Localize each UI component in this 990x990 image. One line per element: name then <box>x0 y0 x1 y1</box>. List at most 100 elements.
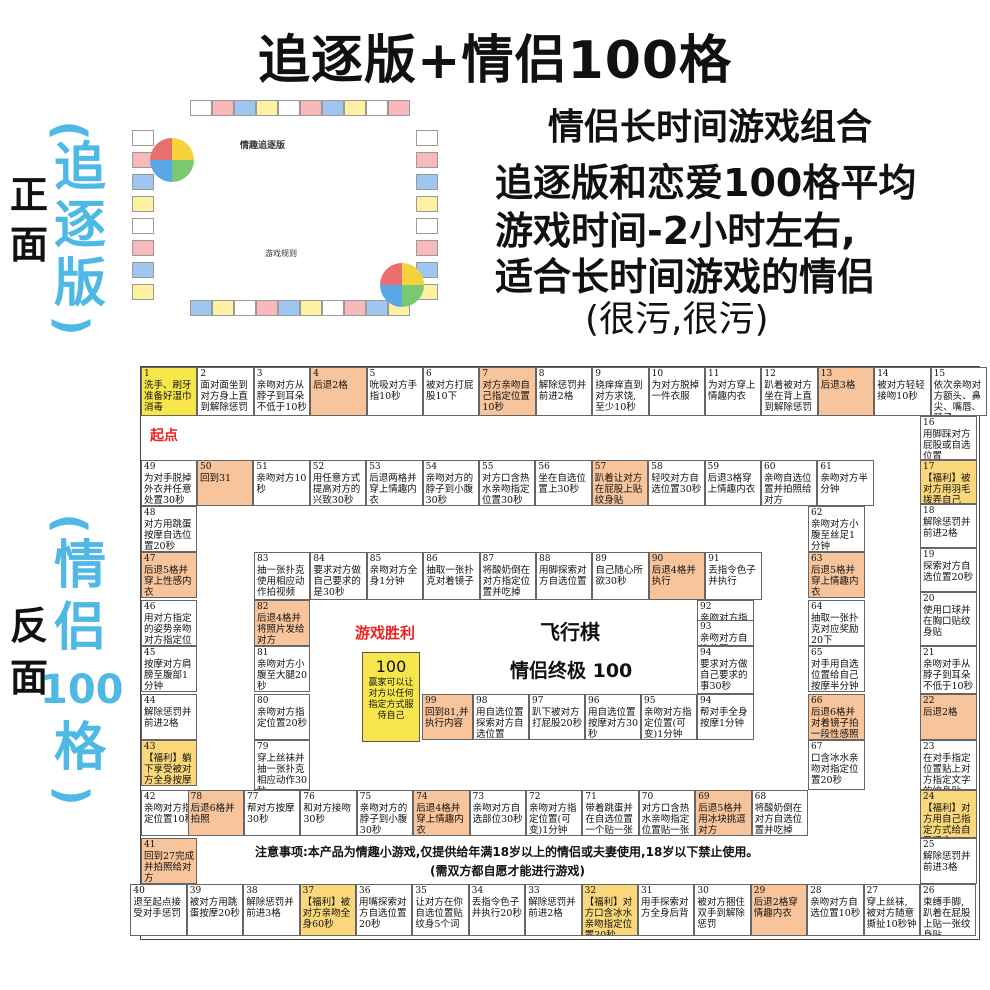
board-cell-text: 用脚踩对方屁股或自选位置 <box>923 429 971 460</box>
board-cell-number: 95 <box>644 696 656 706</box>
board-cell-number: 47 <box>144 554 156 564</box>
board-cell-text: 解除惩罚并前进2格 <box>538 380 587 402</box>
board-cell-text: 用手探索对方全身后背 <box>641 897 689 919</box>
board-cell-number: 87 <box>482 554 495 564</box>
board-cell-text: 抽取一张扑克对应奖励20下 <box>811 613 859 646</box>
win-text: 赢家可以让对方以任何指定方式服侍自己 <box>368 678 414 721</box>
board-cell-number: 18 <box>923 506 935 516</box>
board-cell-text: 亲吻对方小腹至大腿20秒 <box>257 659 308 692</box>
front-paren-close: ) <box>46 315 98 336</box>
board-cell-text: 亲吻对方自选部位30秒 <box>472 803 523 825</box>
front-board-image: 情趣追逐版游戏规则 <box>130 98 440 318</box>
board-cell-text: 洗手、刷牙准备好湿巾消毒 <box>144 380 192 413</box>
board-cell-text: 后退5格并用冰块挑逗对方 <box>698 803 746 836</box>
mini-board-cell <box>132 218 154 234</box>
board-cell-number: 67 <box>811 742 823 752</box>
board-cell-text: 对手用自选位置给自己按摩半分钟 <box>811 659 859 692</box>
board-cell-number: 72 <box>529 792 541 802</box>
board-cell-text: 亲吻自选位置并拍照给对方 <box>764 473 812 506</box>
board-cell-number: 20 <box>923 594 935 604</box>
board-cell-number: 2 <box>200 369 207 379</box>
board-cell-number: 81 <box>257 648 269 658</box>
board-cell-number: 44 <box>144 696 156 706</box>
mini-board-cell <box>256 100 278 116</box>
board-cell-number: 14 <box>877 369 889 379</box>
mini-board-cell <box>416 196 438 212</box>
board-cell-text: 亲吻对方自选位置10秒 <box>810 897 861 919</box>
board-cell-text: 亲吻对方指定位置20秒 <box>257 707 308 729</box>
board-cell-number: 59 <box>707 462 720 472</box>
board-cell-text: 亲吻对方小腹至丝足1分钟 <box>811 519 859 552</box>
mini-board-cell <box>416 152 438 168</box>
board-cell-text: 依次亲吻对方额头、鼻尖、嘴唇、脖子 <box>933 380 982 415</box>
mini-board-cell <box>132 262 154 278</box>
board-cell-number: 11 <box>708 369 720 379</box>
board-cell-text: 后退两格并穿上情趣内衣 <box>369 473 417 506</box>
board-cell-number: 22 <box>923 696 935 706</box>
board-cell-number: 96 <box>588 696 600 706</box>
board-cell-number: 48 <box>144 508 156 518</box>
board-cell-text: 解除惩罚并前进2格 <box>144 707 192 729</box>
notice-text-2: (需双方都自愿才能进行游戏) <box>430 864 585 878</box>
board-cell-number: 49 <box>144 462 156 472</box>
board-cell-text: 解除惩罚并前进2格 <box>528 897 576 919</box>
board-cell-text: 面对面坐到对方身上直到解除惩罚 <box>200 380 248 413</box>
board-cell-number: 35 <box>415 886 427 896</box>
board-cell-number: 84 <box>313 554 325 564</box>
board-cell-number: 7 <box>482 369 489 379</box>
board-cell-text: 被对方用跳蛋按摩20秒 <box>189 897 240 919</box>
mini-board-cell <box>300 100 322 116</box>
board-cell-number: 98 <box>476 696 488 706</box>
mini-board-cell <box>190 100 212 116</box>
board-cell-number: 91 <box>708 554 720 564</box>
board-cell-number: 38 <box>246 886 258 896</box>
board-cell-number: 1 <box>144 369 150 379</box>
board-cell-text: 对方用跳蛋按摩自选位置20秒 <box>144 519 192 552</box>
mini-board-cell <box>344 300 366 316</box>
board-cell-text: 为对方穿上情趣内衣 <box>708 380 756 402</box>
board-cell-number: 77 <box>247 792 259 802</box>
board-cell-number: 57 <box>594 462 607 472</box>
back-vertical-2: 侣 <box>53 598 106 658</box>
board-cell-number: 58 <box>651 462 663 472</box>
board-cell-text: 【福利】躺下享受被对方全身按摩1分钟 <box>144 753 192 786</box>
board-cell-number: 25 <box>923 840 935 850</box>
board-cell-text: 轻咬对方自选位置30秒 <box>651 473 702 495</box>
board-cell-text: 用对方指定的姿势亲吻对方指定位置 <box>144 613 192 646</box>
board-cell-text: 用自选位置探索对方自选位置 <box>476 707 524 740</box>
board-cell-text: 探索对方自选位置20秒 <box>923 561 974 583</box>
board-cell-text: 亲吻对方指定位置(可变)1分钟 <box>644 707 692 740</box>
board-cell-text: 用脚探索对方自选位置 <box>539 565 587 587</box>
